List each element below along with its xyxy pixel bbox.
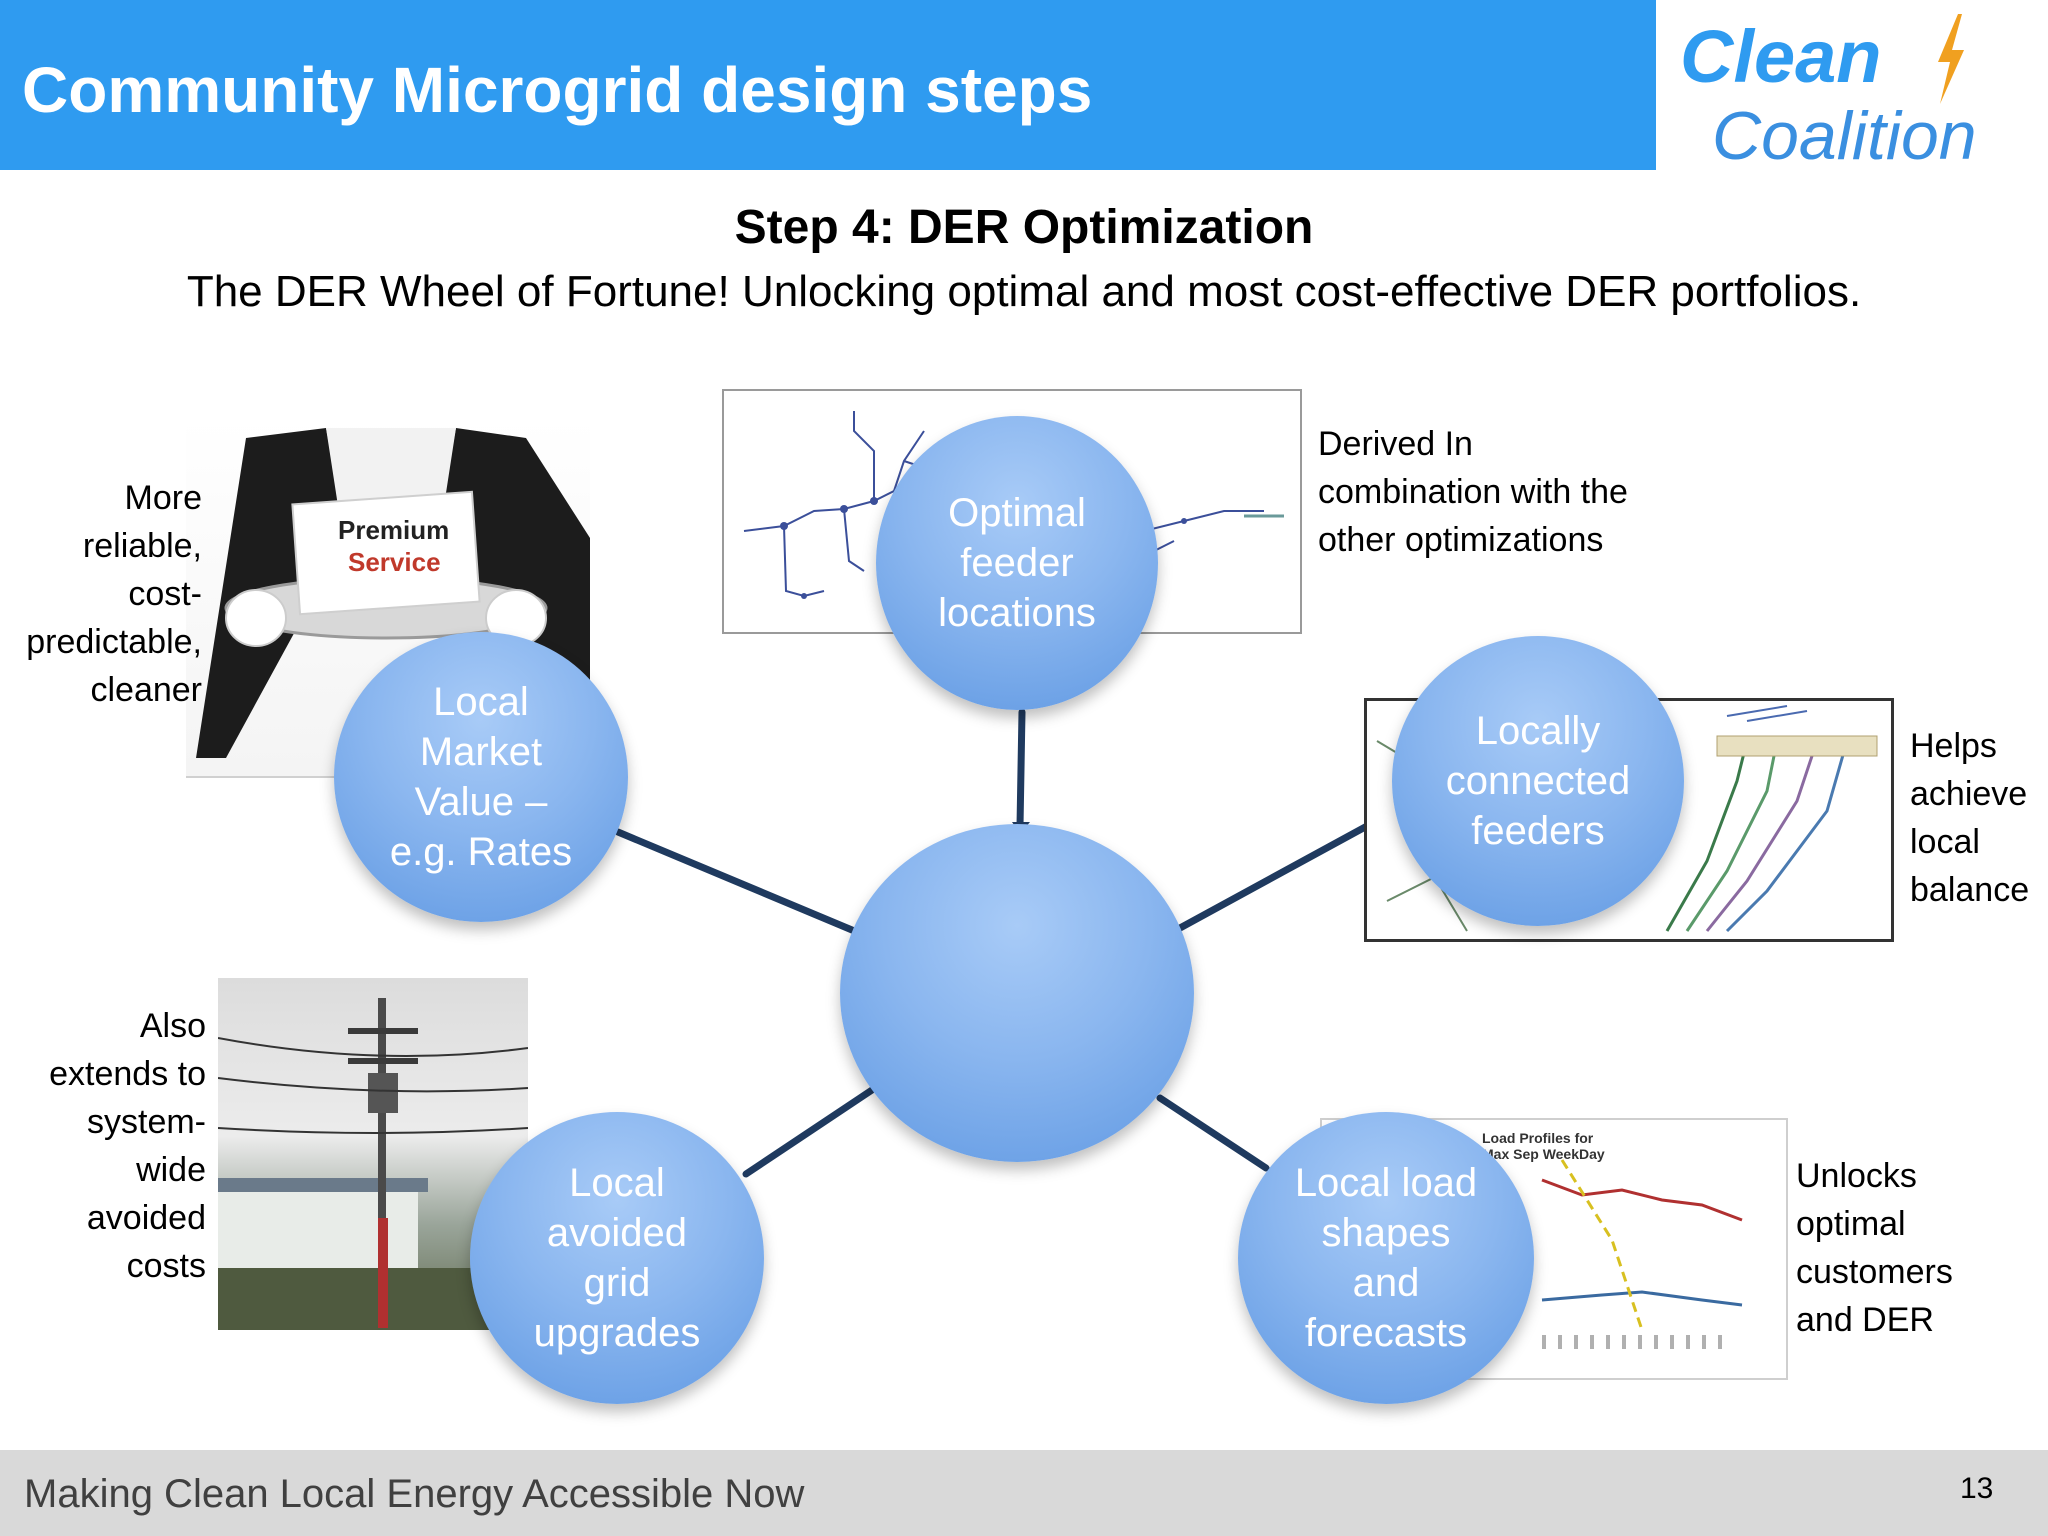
premium-image-shadow-line bbox=[186, 776, 336, 778]
page-number: 13 bbox=[1960, 1472, 1994, 1505]
premium-card-line2: Service bbox=[348, 547, 441, 577]
note-derived: Derived In combination with the other op… bbox=[1318, 425, 1628, 559]
connector-feeder bbox=[1016, 708, 1026, 830]
note-extends: Also extends to system- wide avoided cos… bbox=[49, 1007, 206, 1285]
node-local-market-value: Local Market Value – e.g. Rates bbox=[334, 632, 628, 922]
connector-grid bbox=[742, 1086, 876, 1178]
wheel-hub bbox=[840, 824, 1194, 1162]
step-title: Step 4: DER Optimization bbox=[734, 201, 1314, 254]
node-label: Local avoided grid upgrades bbox=[533, 1161, 701, 1355]
footer-bar bbox=[0, 1450, 2048, 1536]
note-unlocks: Unlocks optimal customers and DER bbox=[1796, 1157, 1953, 1339]
connector-load bbox=[1156, 1094, 1270, 1172]
logo-clean-text: Clean bbox=[1680, 15, 1882, 98]
slide-title: Community Microgrid design steps bbox=[22, 54, 1093, 126]
lightning-bolt-icon bbox=[1938, 14, 1964, 104]
premium-card-line1: Premium bbox=[338, 515, 450, 545]
connector-connected bbox=[1176, 804, 1404, 932]
node-label: Optimal feeder locations bbox=[938, 491, 1096, 635]
node-locally-connected-feeders: Locally connected feeders bbox=[1392, 636, 1684, 926]
logo-coalition-text: Coalition bbox=[1712, 98, 1977, 174]
clean-coalition-logo: Clean Coalition bbox=[1680, 12, 2040, 172]
node-label: Local Market Value – e.g. Rates bbox=[389, 680, 573, 874]
node-label: Locally connected feeders bbox=[1445, 709, 1631, 853]
node-local-avoided-grid-upgrades: Local avoided grid upgrades bbox=[470, 1112, 764, 1404]
note-helps: Helps achieve local balance bbox=[1910, 727, 2030, 909]
step-subtitle: The DER Wheel of Fortune! Unlocking opti… bbox=[186, 267, 1862, 316]
node-optimal-feeder-locations: Optimal feeder locations bbox=[876, 416, 1158, 710]
note-reliable: More reliable, cost- predictable, cleane… bbox=[26, 479, 202, 709]
header-bar bbox=[0, 0, 1656, 170]
connector-market bbox=[614, 828, 856, 934]
node-label: Local load shapes and forecasts bbox=[1294, 1161, 1478, 1355]
footer-tagline: Making Clean Local Energy Accessible Now bbox=[24, 1472, 805, 1516]
load-chart-title: Load Profiles for Max Sep WeekDay bbox=[1482, 1130, 1605, 1162]
node-local-load-shapes: Local load shapes and forecasts bbox=[1238, 1112, 1534, 1404]
